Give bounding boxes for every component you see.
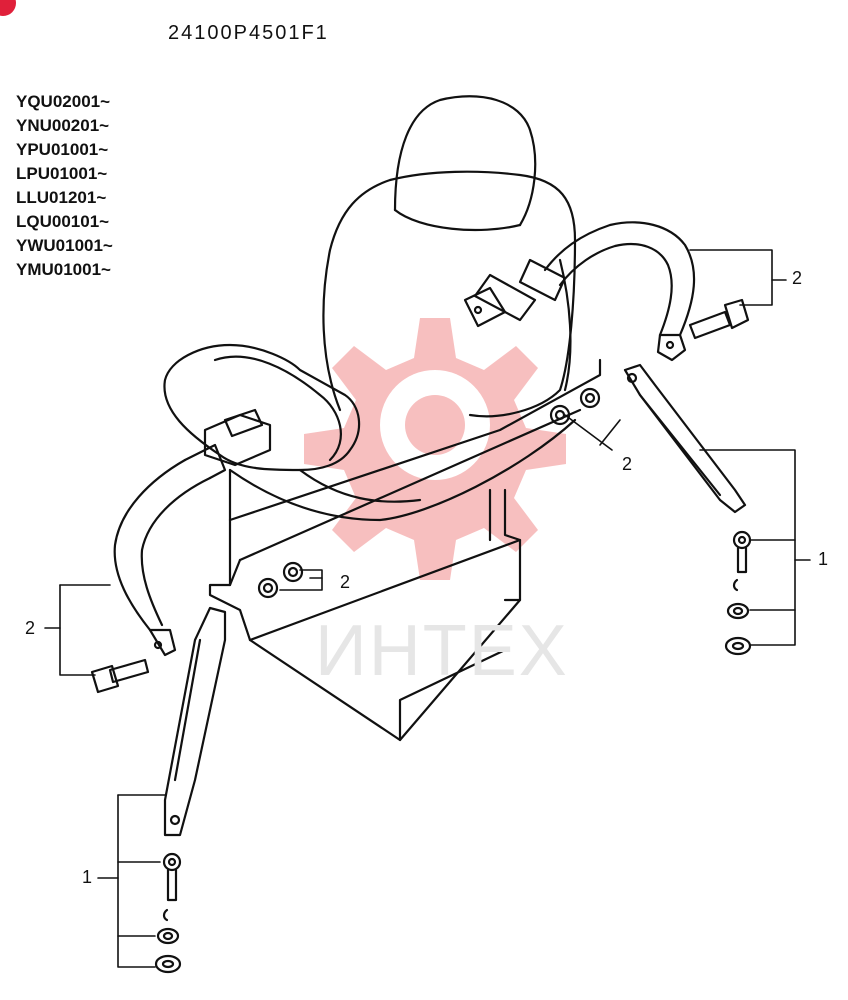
callout-right-nut: 2 — [622, 454, 633, 474]
serial-range-item: YWU01001~ — [16, 236, 113, 255]
left-buckle-icon — [203, 408, 272, 467]
seat-back — [322, 95, 577, 418]
corner-badge-icon — [0, 0, 16, 16]
right-nut-icon — [549, 387, 601, 426]
serial-range-list: YQU02001~ YNU00201~ YPU01001~ LPU01001~ … — [16, 90, 113, 282]
right-buckle-icon — [463, 258, 567, 328]
watermark-text: ИНТЕХ — [315, 611, 569, 691]
left-floor-belt — [163, 606, 227, 837]
seat-frame — [208, 358, 602, 742]
callout-right-hardware: 1 — [818, 549, 829, 569]
serial-range-item: YNU00201~ — [16, 116, 110, 135]
serial-range-item: YPU01001~ — [16, 140, 109, 159]
part-number: 24100P4501F1 — [168, 22, 329, 44]
left-belt-strap — [113, 443, 227, 657]
callout-left-belt: 2 — [25, 618, 36, 638]
right-hardware-stack — [724, 530, 752, 656]
callout-left-hardware: 1 — [82, 867, 93, 887]
serial-range-item: YMU01001~ — [16, 260, 111, 279]
callout-right-belt: 2 — [792, 268, 803, 288]
right-bolt-icon — [688, 298, 750, 340]
left-bolt-icon — [90, 658, 150, 694]
callout-left-nut: 2 — [340, 572, 351, 592]
serial-range-item: LPU01001~ — [16, 164, 108, 183]
left-hardware-stack — [154, 852, 182, 974]
serial-range-item: YQU02001~ — [16, 92, 111, 111]
right-floor-belt — [623, 363, 747, 514]
watermark-gear-icon — [304, 318, 566, 580]
serial-range-item: LQU00101~ — [16, 212, 110, 231]
left-nut-icon — [257, 561, 304, 599]
callout-leaders — [44, 249, 811, 968]
right-belt-strap — [543, 221, 696, 362]
serial-range-item: LLU01201~ — [16, 188, 107, 207]
